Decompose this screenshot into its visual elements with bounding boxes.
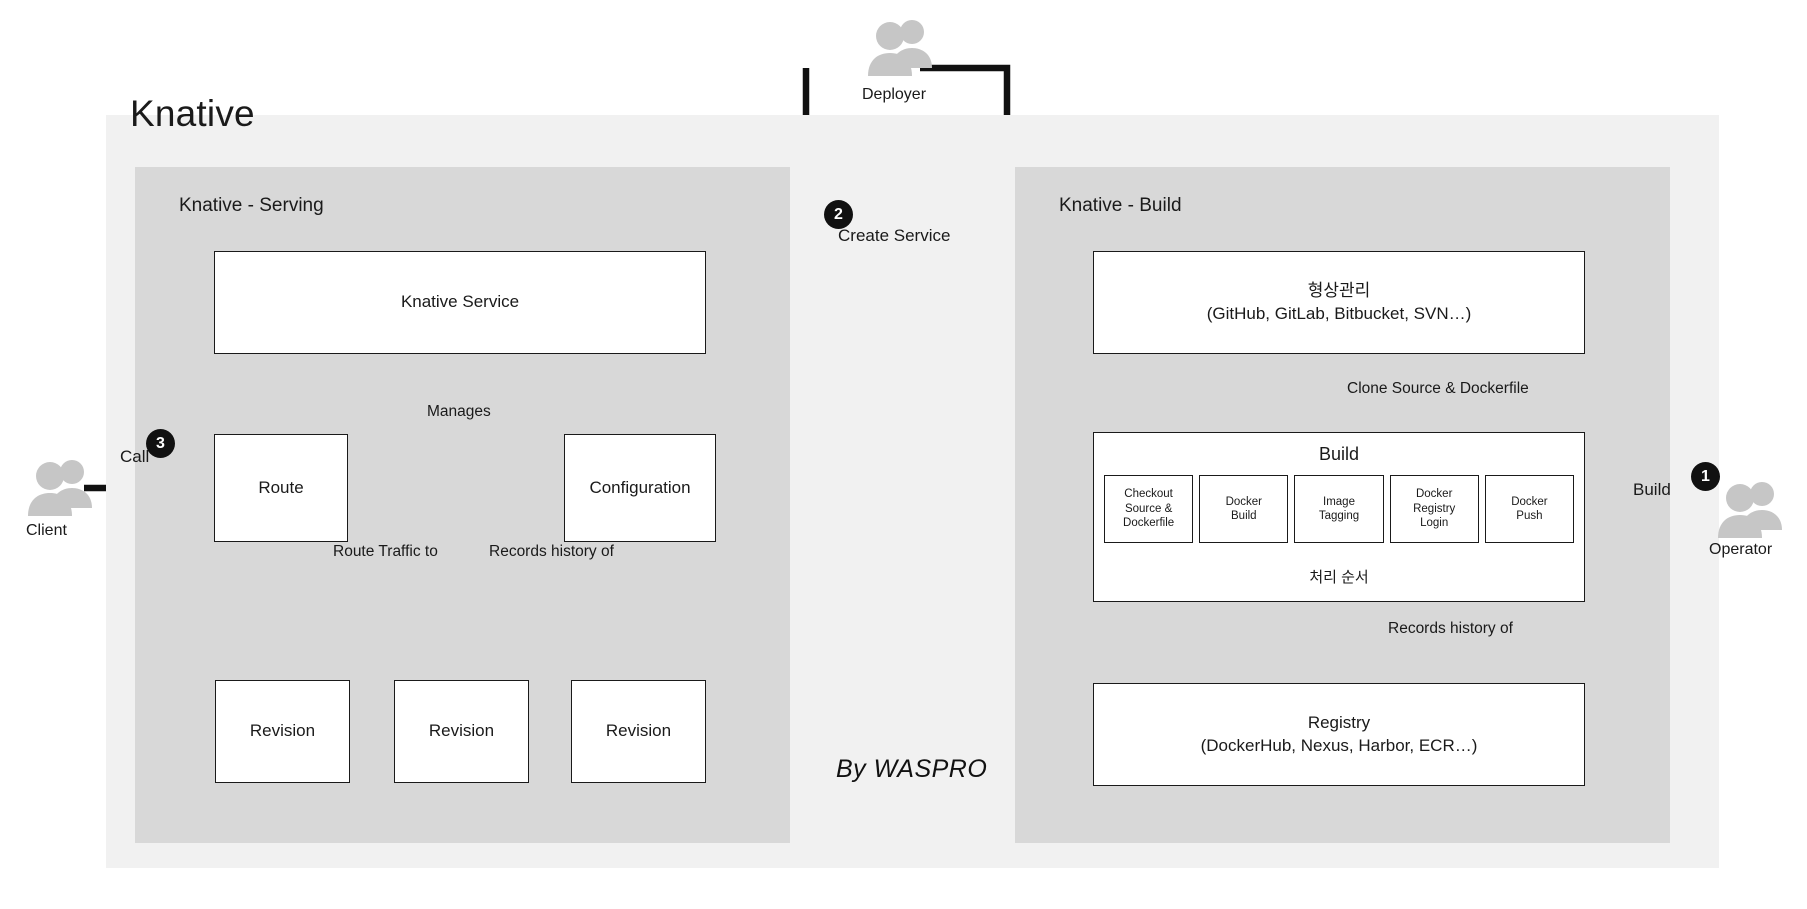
actor-name-operator: Operator [1709, 541, 1773, 558]
users-icon [1712, 478, 1786, 540]
box-knative-service[interactable]: Knative Service [214, 251, 706, 354]
section-title-build: Knative - Build [1059, 195, 1182, 216]
edge-label-manages: Manages [427, 403, 491, 420]
box-configuration[interactable]: Configuration [564, 434, 716, 542]
box-revision[interactable]: Revision [215, 680, 350, 783]
step-label-call: Call [120, 447, 150, 466]
edge-label-records-history-of-build: Records history of [1388, 620, 1513, 637]
section-title-serving: Knative - Serving [179, 195, 324, 216]
box-route[interactable]: Route [214, 434, 348, 542]
build-step[interactable]: Docker Build [1199, 475, 1289, 543]
edge-label-records-history-of-serving: Records history of [489, 543, 614, 560]
box-source-control-management[interactable]: 형상관리 (GitHub, GitLab, Bitbucket, SVN…) [1093, 251, 1585, 354]
wordmark: By WASPRO [836, 755, 988, 783]
build-step[interactable]: Docker Push [1484, 475, 1575, 543]
edge-label-clone-source-and-dockerfile: Clone Source & Dockerfile [1347, 380, 1529, 397]
box-build-pipeline[interactable]: Build Checkout Source & Dockerfile Docke… [1093, 432, 1585, 602]
box-registry[interactable]: Registry (DockerHub, Nexus, Harbor, ECR…… [1093, 683, 1585, 786]
box-revision[interactable]: Revision [394, 680, 529, 783]
edge-label-route-traffic-to: Route Traffic to [333, 543, 438, 560]
step-label-build: Build [1633, 480, 1671, 499]
page-title: Knative [130, 93, 255, 134]
build-step-list: Checkout Source & Dockerfile Docker Buil… [1104, 475, 1575, 543]
step-badge-2: 2 [824, 200, 853, 229]
actor-name-deployer: Deployer [862, 86, 927, 103]
processing-order-label: 처리 순서 [1309, 569, 1369, 586]
build-step[interactable]: Checkout Source & Dockerfile [1104, 475, 1194, 543]
users-icon [22, 456, 96, 518]
step-label-create-service: Create Service [838, 226, 951, 245]
actor-name-client: Client [26, 522, 67, 539]
box-revision[interactable]: Revision [571, 680, 706, 783]
build-heading: Build [1318, 444, 1360, 464]
users-icon [862, 16, 936, 78]
build-step[interactable]: Docker Registry Login [1389, 475, 1479, 543]
step-badge-3: 3 [146, 429, 175, 458]
step-badge-1: 1 [1691, 462, 1720, 491]
build-step[interactable]: Image Tagging [1294, 475, 1384, 543]
